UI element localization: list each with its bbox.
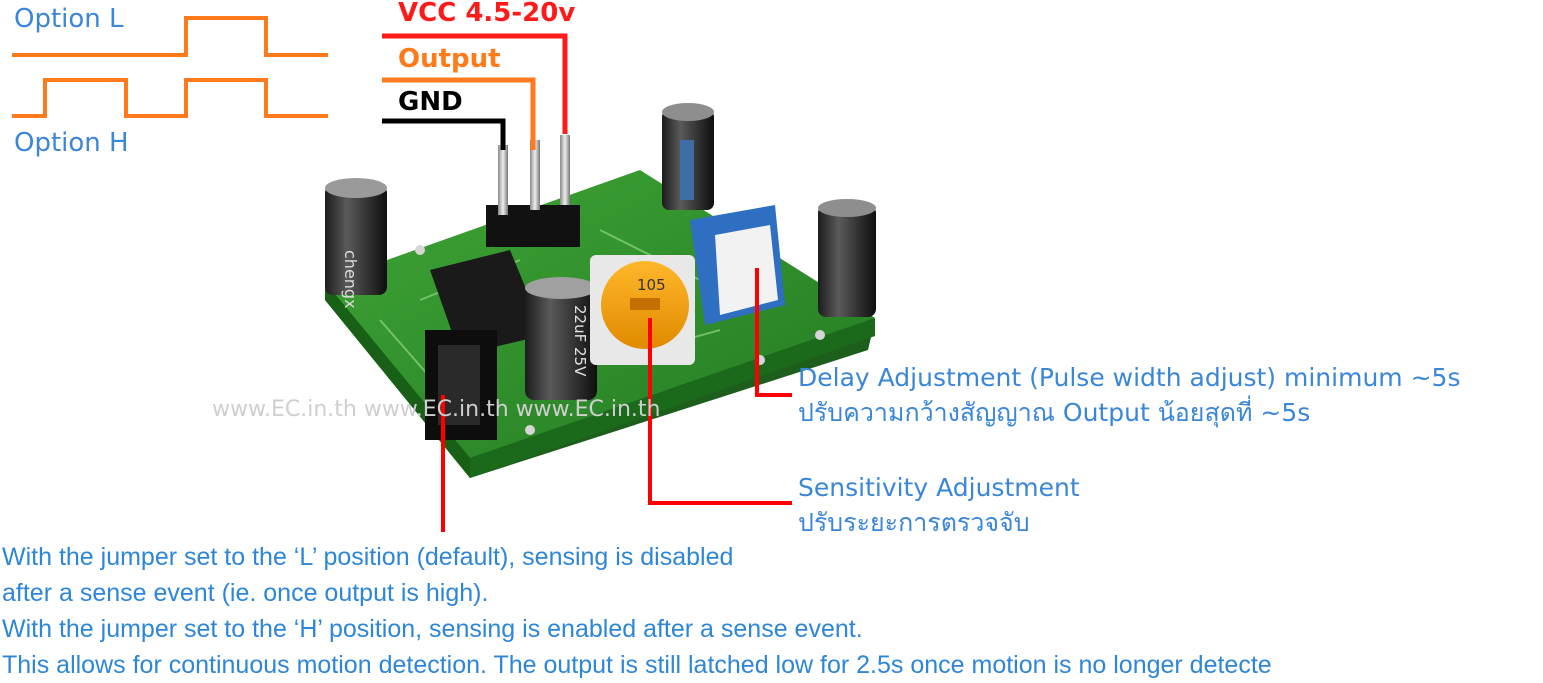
output-lead bbox=[382, 77, 536, 150]
capacitor-middle: 22uF 25V bbox=[525, 277, 597, 400]
ic-chip bbox=[430, 250, 545, 355]
capacitor-left: chengx bbox=[325, 178, 387, 309]
svg-text:22uF 25V: 22uF 25V bbox=[571, 305, 589, 377]
vcc-label: VCC 4.5-20v bbox=[398, 0, 576, 28]
header-pins bbox=[486, 135, 580, 247]
jumper-note-line-1: With the jumper set to the ‘L’ position … bbox=[2, 543, 734, 571]
delay-annotation-en: Delay Adjustment (Pulse width adjust) mi… bbox=[798, 363, 1461, 392]
delay-annotation-th: ปรับความกว้างสัญญาณ Output น้อยสุดที่ ~5… bbox=[798, 398, 1311, 427]
jumper-note-line-3: With the jumper set to the ‘H’ position,… bbox=[2, 615, 863, 643]
option-h-waveform bbox=[12, 78, 328, 118]
option-l-waveform bbox=[12, 16, 328, 57]
capacitor-top bbox=[662, 103, 714, 210]
delay-potentiometer bbox=[690, 205, 785, 325]
output-label: Output bbox=[398, 44, 501, 74]
jumper-note-line-4: This allows for continuous motion detect… bbox=[2, 651, 1272, 679]
option-h-label: Option H bbox=[14, 128, 129, 158]
jumper-note-line-2: after a sense event (ie. once output is … bbox=[2, 579, 489, 607]
watermark: www.EC.in.th www.EC.in.th www.EC.in.th bbox=[212, 397, 661, 422]
gnd-label: GND bbox=[398, 87, 463, 117]
delay-leader bbox=[755, 268, 792, 397]
gnd-lead bbox=[382, 118, 506, 150]
svg-text:chengx: chengx bbox=[341, 250, 360, 309]
option-l-label: Option L bbox=[14, 4, 124, 34]
sensitivity-leader bbox=[648, 318, 792, 505]
sensitivity-potentiometer: 105 bbox=[590, 255, 695, 365]
capacitor-right bbox=[818, 199, 876, 317]
vcc-lead bbox=[382, 33, 568, 134]
sensitivity-annotation-en: Sensitivity Adjustment bbox=[798, 473, 1080, 502]
jumper-block bbox=[425, 330, 497, 440]
sensitivity-annotation-th: ปรับระยะการตรวจจับ bbox=[798, 508, 1030, 537]
svg-text:105: 105 bbox=[637, 276, 666, 294]
